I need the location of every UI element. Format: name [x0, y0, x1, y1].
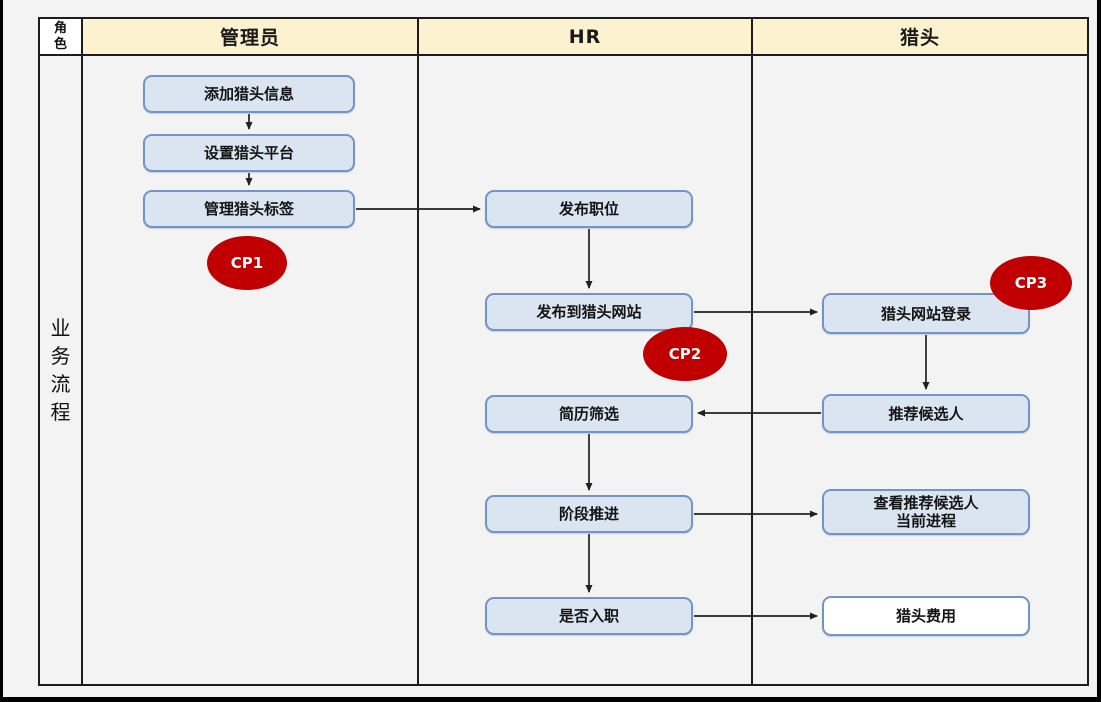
node-headhunter-site-login: 猎头网站登录: [822, 293, 1030, 334]
node-label: 阶段推进: [558, 505, 619, 523]
node-label: 简历筛选: [558, 405, 619, 423]
node-label: 添加猎头信息: [203, 85, 294, 103]
node-label: 是否入职: [558, 607, 619, 625]
node-label: 设置猎头平台: [203, 144, 294, 162]
node-publish-position: 发布职位: [485, 190, 693, 228]
lane-header-admin: 管理员: [83, 19, 417, 54]
node-recommend-candidates: 推荐候选人: [822, 394, 1030, 433]
process-side-label: 业务流程: [50, 316, 71, 424]
lane-header-hr: HR: [419, 19, 751, 54]
role-header-cell: 角色: [40, 19, 81, 54]
node-headhunter-fee: 猎头费用: [822, 596, 1030, 636]
diagram-frame: [38, 17, 1089, 686]
node-label: 猎头费用: [895, 607, 956, 625]
lane-title-hr: HR: [568, 25, 602, 48]
node-view-candidate-progress: 查看推荐候选人 当前进程: [822, 489, 1030, 535]
checkpoint-cp1-badge: CP1: [207, 236, 287, 290]
node-manage-headhunter-tags: 管理猎头标签: [143, 190, 355, 228]
node-label: 发布职位: [558, 200, 619, 218]
node-publish-to-headhunter-site: 发布到猎头网站: [485, 293, 693, 331]
checkpoint-cp2-badge: CP2: [643, 327, 727, 381]
divider-hr-headhunter: [751, 17, 753, 686]
node-label: 管理猎头标签: [203, 200, 294, 218]
node-resume-screening: 简历筛选: [485, 395, 693, 433]
node-add-headhunter-info: 添加猎头信息: [143, 75, 355, 113]
window-border-bottom: [0, 697, 1101, 702]
node-onboard-or-not: 是否入职: [485, 597, 693, 635]
divider-admin-hr: [417, 17, 419, 686]
lane-title-admin: 管理员: [219, 27, 280, 49]
node-label: 发布到猎头网站: [536, 303, 642, 321]
checkpoint-label: CP1: [230, 254, 264, 272]
checkpoint-label: CP2: [668, 345, 702, 363]
node-stage-advancement: 阶段推进: [485, 495, 693, 533]
node-label: 推荐候选人: [888, 404, 964, 423]
role-header-label: 角色: [53, 20, 67, 52]
node-set-headhunter-platform: 设置猎头平台: [143, 134, 355, 172]
checkpoint-cp3-badge: CP3: [990, 256, 1072, 310]
window-border-left: [0, 0, 3, 702]
checkpoint-label: CP3: [1014, 274, 1048, 292]
lane-title-headhunter: 猎头: [899, 27, 940, 49]
node-label: 查看推荐候选人 当前进程: [873, 494, 979, 530]
divider-header-row: [38, 54, 1089, 56]
divider-role-column: [81, 17, 83, 686]
process-side-cell: 业务流程: [40, 56, 81, 684]
node-label: 猎头网站登录: [880, 304, 971, 323]
lane-header-headhunter: 猎头: [753, 19, 1087, 54]
window-border-right: [1097, 0, 1101, 702]
